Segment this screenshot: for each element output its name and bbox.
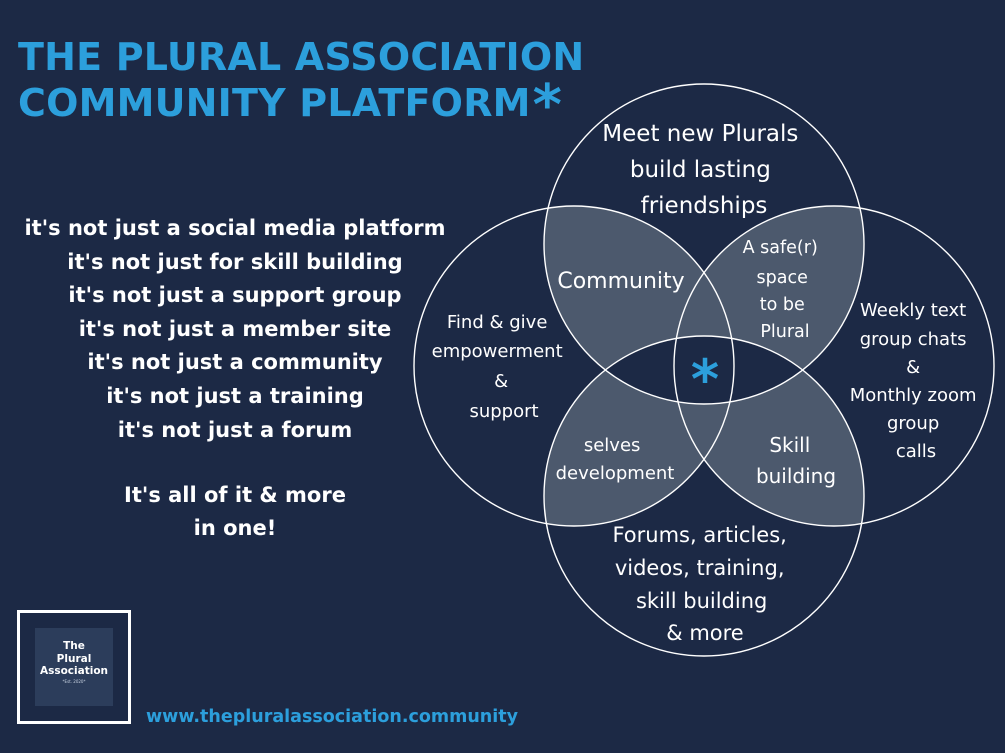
not-just-item: it's not just a training	[106, 383, 364, 408]
bottom-circle-line: videos, training,	[615, 556, 785, 580]
center-asterisk-icon: *	[691, 348, 719, 411]
overlap-top-left-label: Community	[557, 269, 684, 294]
bottom-circle-line: Forums, articles,	[612, 523, 786, 547]
top-circle-line: build lasting	[630, 157, 771, 183]
circle-right	[673, 205, 995, 527]
logo-est: *Est. 2020*	[62, 678, 86, 684]
left-circle-line: Find & give	[447, 312, 548, 333]
overlap-top-right-line: to be	[760, 295, 805, 315]
right-circle-line: group	[887, 413, 939, 434]
circle-left	[413, 205, 735, 527]
right-circle-label: Weekly text group chats & Monthly zoom g…	[850, 300, 983, 462]
left-circle-line: support	[469, 401, 538, 422]
overlap-top-right-line: A safe(r)	[743, 238, 818, 258]
not-just-item: it's not just a support group	[68, 283, 402, 308]
bottom-circle-line: skill building	[636, 589, 767, 613]
top-circle-line: friendships	[641, 193, 768, 219]
page-title: THE PLURAL ASSOCIATION COMMUNITY PLATFOR…	[18, 34, 585, 134]
tagline: It's all of it & more in one!	[0, 479, 470, 545]
overlap-bottom-left-line: development	[556, 463, 675, 484]
not-just-item: it's not just a forum	[117, 417, 353, 442]
not-just-item: it's not just a community	[87, 350, 383, 375]
logo-line-2: Plural	[56, 652, 92, 665]
logo-line-1: The	[63, 640, 85, 652]
overlap-top-left-line: Community	[557, 269, 684, 294]
overlap-bottom-left-label: selves development	[556, 435, 675, 484]
overlap-bottom-right-label: Skill building	[756, 433, 836, 488]
not-just-item: it's not just a member site	[78, 316, 392, 341]
overlap-bottom-right-line: building	[756, 464, 836, 488]
overlap-bottom-right-line: Skill	[769, 433, 810, 457]
right-circle-line: group chats	[860, 329, 967, 350]
logo-badge: The Plural Association *Est. 2020*	[35, 628, 113, 706]
right-circle-line: calls	[896, 441, 936, 462]
overlap-top-right-line: space	[757, 268, 808, 288]
title-line-2: COMMUNITY PLATFORM*	[18, 78, 584, 134]
title-asterisk-icon: *	[532, 73, 563, 138]
title-line-1: THE PLURAL ASSOCIATION	[18, 35, 585, 79]
logo-line-3: Association	[39, 665, 109, 677]
top-circle-line: Meet new Plurals	[602, 121, 798, 147]
not-just-item: it's not just a social media platform	[24, 216, 446, 240]
not-just-list: it's not just a social media platform it…	[0, 212, 470, 447]
left-circle-line: empowerment	[432, 341, 563, 362]
tagline-line-1: It's all of it & more	[124, 483, 346, 507]
overlap-top-right-label: A safe(r) space to be Plural	[743, 238, 824, 342]
right-circle-line: Monthly zoom	[850, 385, 977, 406]
right-circle-line: &	[906, 357, 920, 378]
website-link[interactable]: www.thepluralassociation.community	[146, 707, 519, 727]
title-line-2-text: COMMUNITY PLATFORM	[18, 81, 531, 125]
left-circle-label: Find & give empowerment & support	[432, 312, 569, 422]
circle-top	[543, 83, 865, 405]
right-circle-line: Weekly text	[860, 300, 966, 321]
left-circle-line: &	[494, 371, 508, 392]
not-just-item: it's not just for skill building	[67, 249, 403, 274]
top-circle-label: Meet new Plurals build lasting friendshi…	[602, 121, 805, 219]
overlap-top-right-line: Plural	[760, 322, 809, 342]
bottom-circle-line: & more	[666, 621, 743, 645]
circle-bottom	[543, 335, 865, 657]
bottom-circle-label: Forums, articles, videos, training, skil…	[612, 523, 793, 645]
overlap-bottom-left-line: selves	[584, 435, 641, 456]
tagline-line-2: in one!	[193, 516, 277, 540]
logo: The Plural Association *Est. 2020*	[17, 610, 131, 724]
